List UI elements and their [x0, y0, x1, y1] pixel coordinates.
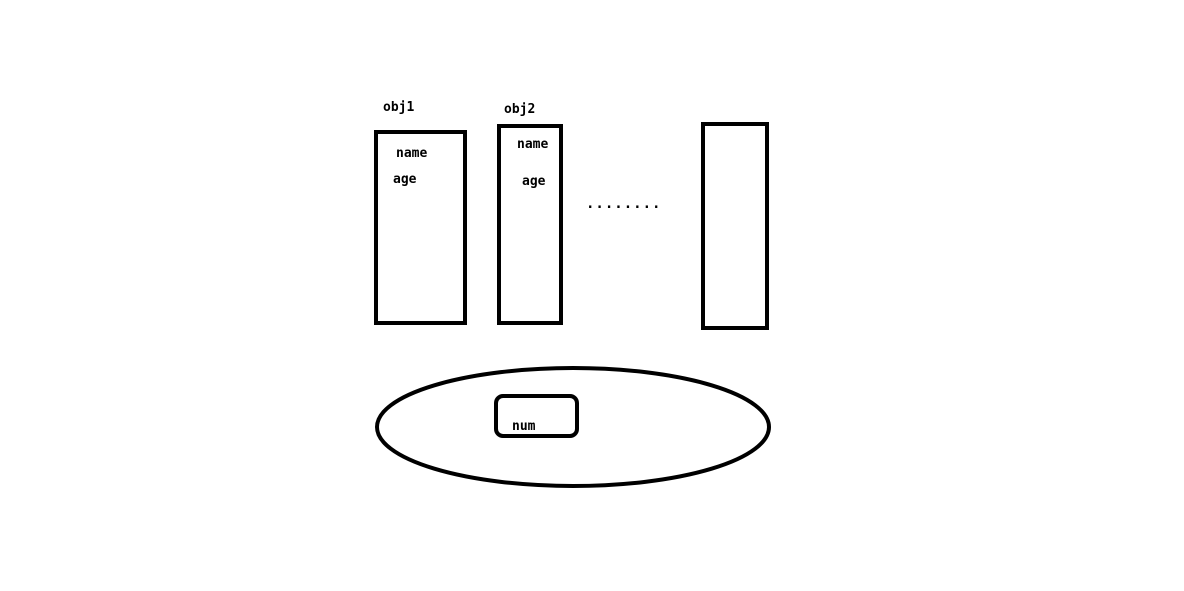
object-2-title: obj2	[504, 102, 535, 117]
object-2-field-name: name	[517, 137, 548, 152]
object-1-field-age: age	[393, 172, 417, 187]
shared-field-box	[494, 394, 579, 438]
object-1-title: obj1	[383, 100, 414, 115]
shared-field-label: num	[512, 419, 536, 434]
ellipsis-dots: ........	[586, 196, 661, 212]
object-n	[701, 122, 769, 330]
shared-area: num	[375, 366, 771, 488]
object-1: obj1 name age	[374, 100, 467, 325]
object-2-field-age: age	[522, 174, 546, 189]
object-1-field-name: name	[396, 146, 427, 161]
object-2-box	[497, 124, 563, 325]
object-n-box	[701, 122, 769, 330]
object-2: obj2 name age	[497, 102, 563, 325]
object-1-box	[374, 130, 467, 325]
